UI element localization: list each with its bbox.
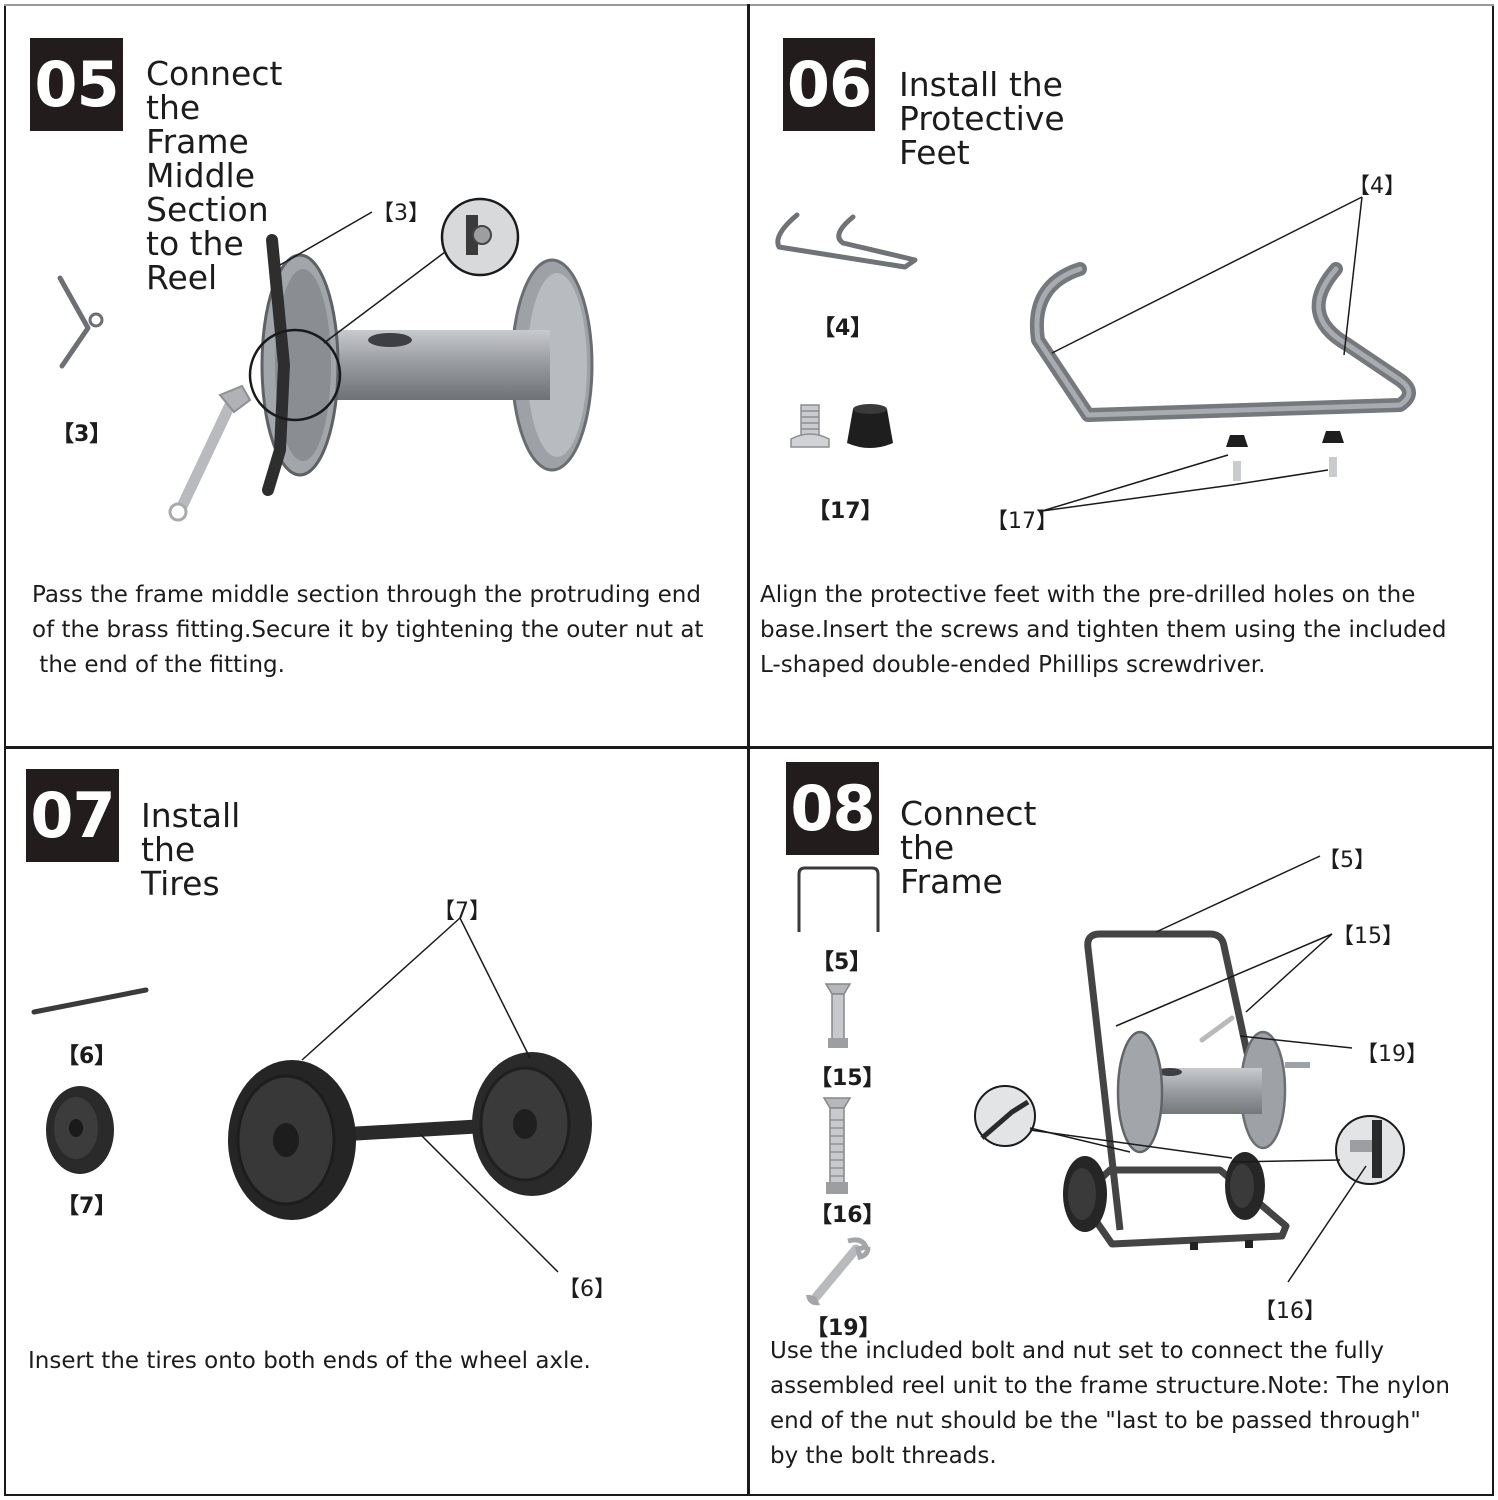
callout-label: 【5】 (1318, 848, 1376, 873)
axle-part-illustration (31, 987, 149, 1015)
step-title-line: to the Reel (146, 224, 244, 297)
step-number-badge: 08 (786, 762, 879, 855)
step-number-badge: 05 (30, 38, 123, 131)
callout-label: 【3】 (372, 201, 430, 226)
frame-middle-section-part-illustration (57, 275, 104, 369)
step-number-badge: 06 (783, 38, 875, 131)
callout-label: 【16】 (1254, 1299, 1326, 1324)
vertical-divider (747, 4, 750, 1496)
callout-label: 【19】 (1356, 1042, 1428, 1067)
tire-part-illustration (46, 1086, 114, 1174)
screw-and-foot-part-illustration (790, 404, 893, 448)
step-title: Install the Tires (141, 796, 241, 903)
description-line: Align the protective feet with the pre-d… (760, 582, 1416, 608)
description-line: assembled reel unit to the frame structu… (770, 1373, 1450, 1399)
part-label: 【6】 (57, 1044, 117, 1069)
short-bolt-part-illustration (824, 983, 852, 1048)
step-description: Pass the frame middle section through th… (32, 578, 703, 683)
part-label: 【3】 (52, 422, 112, 447)
step-description: Use the included bolt and nut set to con… (770, 1334, 1450, 1474)
callout-label: 【17】 (986, 509, 1058, 534)
long-bolt-part-illustration (822, 1097, 852, 1194)
part-label: 【19】 (806, 1316, 881, 1341)
step-title: Connect the Frame Middle Section to the … (146, 57, 282, 295)
handle-frame-part-illustration (797, 866, 880, 932)
base-frame-part-illustration (775, 212, 918, 270)
step-title: Install the Protective Feet (899, 65, 1065, 172)
reel-assembly-illustration (168, 197, 594, 522)
wrench-part-illustration (806, 1237, 871, 1306)
description-line: base.Insert the screws and tighten them … (760, 617, 1447, 643)
description-line: Use the included bolt and nut set to con… (770, 1338, 1385, 1364)
part-label: 【7】 (57, 1194, 117, 1219)
callout-label: 【15】 (1332, 924, 1404, 949)
full-cart-assembly-illustration (974, 855, 1405, 1283)
callout-label: 【6】 (558, 1277, 616, 1302)
step-title: Connect the Frame (900, 794, 1037, 901)
part-label: 【15】 (810, 1066, 885, 1091)
description-line: L-shaped double-ended Phillips screwdriv… (760, 652, 1266, 678)
part-label: 【5】 (812, 950, 872, 975)
step-description: Insert the tires onto both ends of the w… (28, 1344, 591, 1379)
part-label: 【17】 (808, 499, 883, 524)
callout-label: 【4】 (1348, 174, 1406, 199)
description-line: of the brass fitting.Secure it by tighte… (32, 617, 704, 643)
callout-label: 【7】 (433, 899, 491, 924)
part-label: 【16】 (810, 1203, 885, 1228)
wheel-axle-assembly-illustration (228, 917, 592, 1273)
description-line: end of the nut should be the "last to be… (770, 1408, 1421, 1434)
description-line: Pass the frame middle section through th… (32, 582, 701, 608)
step-description: Align the protective feet with the pre-d… (760, 578, 1446, 683)
horizontal-divider (4, 746, 1494, 749)
part-label: 【4】 (813, 316, 873, 341)
description-line: by the bolt threads. (770, 1443, 997, 1469)
description-line: the end of the fitting. (32, 652, 285, 678)
step-number-badge: 07 (26, 769, 119, 862)
step-title-line: Connect the Frame Middle Section (146, 54, 283, 229)
description-line: Insert the tires onto both ends of the w… (28, 1348, 591, 1374)
base-frame-assembly-illustration (1029, 196, 1416, 512)
